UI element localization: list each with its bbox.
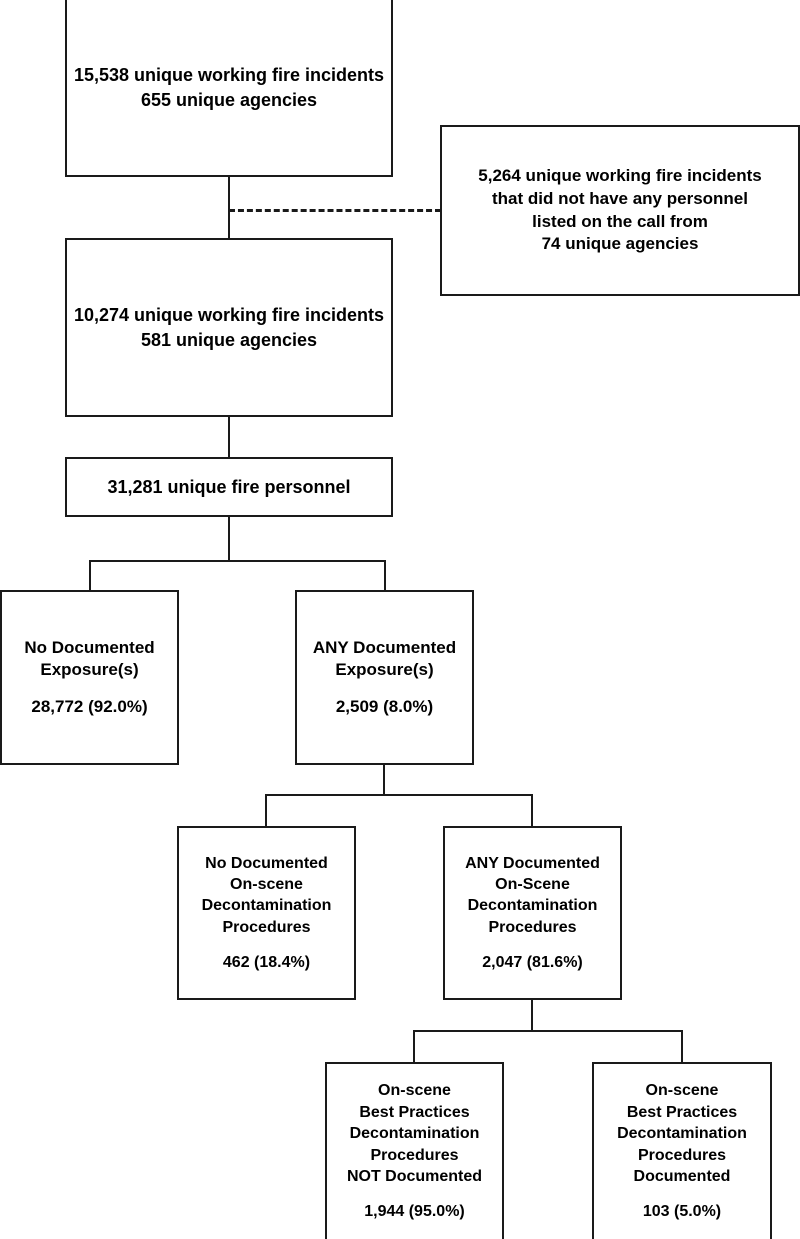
node-any-decon: ANY Documented On-Scene Decontamination … xyxy=(443,826,622,1000)
bp-not-documented-value: 1,944 (95.0%) xyxy=(364,1203,465,1221)
node-no-decon: No Documented On-scene Decontamination P… xyxy=(177,826,356,1000)
connector-any-decon-stem xyxy=(531,1000,533,1031)
incidents-included-line-2: 581 unique agencies xyxy=(140,329,318,350)
connector-exposure-split-bar xyxy=(89,560,386,562)
connector-included-to-personnel xyxy=(228,417,230,457)
bp-documented-line-3: Decontamination xyxy=(617,1125,747,1143)
no-decon-line-2: On-scene xyxy=(230,876,303,894)
no-exposure-line-2: Exposure(s) xyxy=(40,660,139,680)
no-exposure-line-1: No Documented xyxy=(24,637,155,657)
any-decon-line-4: Procedures xyxy=(488,918,577,936)
node-excluded-incidents: 5,264 unique working fire incidents that… xyxy=(440,125,800,296)
bp-documented-line-2: Best Practices xyxy=(626,1103,738,1121)
excluded-incidents-line-1: 5,264 unique working fire incidents xyxy=(478,165,762,185)
any-exposure-value: 2,509 (8.0%) xyxy=(335,696,434,716)
connector-to-any-exposure xyxy=(384,560,386,590)
any-exposure-line-2: Exposure(s) xyxy=(335,660,434,680)
connector-to-bp-not-documented xyxy=(413,1030,415,1062)
any-decon-line-3: Decontamination xyxy=(467,897,598,915)
connector-personnel-stem xyxy=(228,517,230,561)
node-personnel: 31,281 unique fire personnel xyxy=(65,457,393,517)
bp-not-documented-line-5: NOT Documented xyxy=(346,1168,483,1186)
incidents-total-line-1: 15,538 unique working fire incidents xyxy=(73,65,385,86)
bp-not-documented-line-3: Decontamination xyxy=(349,1125,480,1143)
no-decon-line-3: Decontamination xyxy=(201,897,332,915)
connector-to-any-decon xyxy=(531,794,533,826)
node-no-exposure: No Documented Exposure(s) 28,772 (92.0%) xyxy=(0,590,179,765)
no-decon-line-1: No Documented xyxy=(205,854,328,872)
excluded-incidents-line-2: that did not have any personnel xyxy=(492,188,748,208)
bp-documented-value: 103 (5.0%) xyxy=(642,1203,722,1221)
node-incidents-total: 15,538 unique working fire incidents 655… xyxy=(65,0,393,177)
connector-exclusion-dashed xyxy=(229,209,441,212)
connector-to-no-decon xyxy=(265,794,267,826)
connector-any-exposure-stem xyxy=(383,765,385,796)
incidents-total-line-2: 655 unique agencies xyxy=(140,89,318,110)
node-bp-not-documented: On-scene Best Practices Decontamination … xyxy=(325,1062,504,1239)
bp-documented-line-1: On-scene xyxy=(645,1082,719,1100)
node-any-exposure: ANY Documented Exposure(s) 2,509 (8.0%) xyxy=(295,590,474,765)
node-bp-documented: On-scene Best Practices Decontamination … xyxy=(592,1062,772,1239)
personnel-line-1: 31,281 unique fire personnel xyxy=(107,476,351,497)
incidents-included-line-1: 10,274 unique working fire incidents xyxy=(73,305,385,326)
connector-to-no-exposure xyxy=(89,560,91,590)
bp-documented-line-5: Documented xyxy=(633,1168,731,1186)
bp-documented-line-4: Procedures xyxy=(637,1146,727,1164)
connector-decon-split-bar xyxy=(265,794,533,796)
no-decon-line-4: Procedures xyxy=(222,918,311,936)
bp-not-documented-line-1: On-scene xyxy=(378,1082,451,1100)
connector-incidents-to-included xyxy=(228,177,230,238)
no-decon-value: 462 (18.4%) xyxy=(222,953,311,971)
any-decon-value: 2,047 (81.6%) xyxy=(482,953,583,971)
excluded-incidents-line-3: listed on the call from xyxy=(532,211,708,231)
connector-best-practices-split-bar xyxy=(413,1030,683,1032)
bp-not-documented-line-4: Procedures xyxy=(370,1146,459,1164)
no-exposure-value: 28,772 (92.0%) xyxy=(31,696,148,716)
excluded-incidents-line-4: 74 unique agencies xyxy=(541,234,699,254)
any-decon-line-1: ANY Documented xyxy=(465,854,600,872)
connector-to-bp-documented xyxy=(681,1030,683,1062)
any-decon-line-2: On-Scene xyxy=(495,876,570,894)
bp-not-documented-line-2: Best Practices xyxy=(359,1103,470,1121)
any-exposure-line-1: ANY Documented xyxy=(312,637,457,657)
node-incidents-included: 10,274 unique working fire incidents 581… xyxy=(65,238,393,417)
